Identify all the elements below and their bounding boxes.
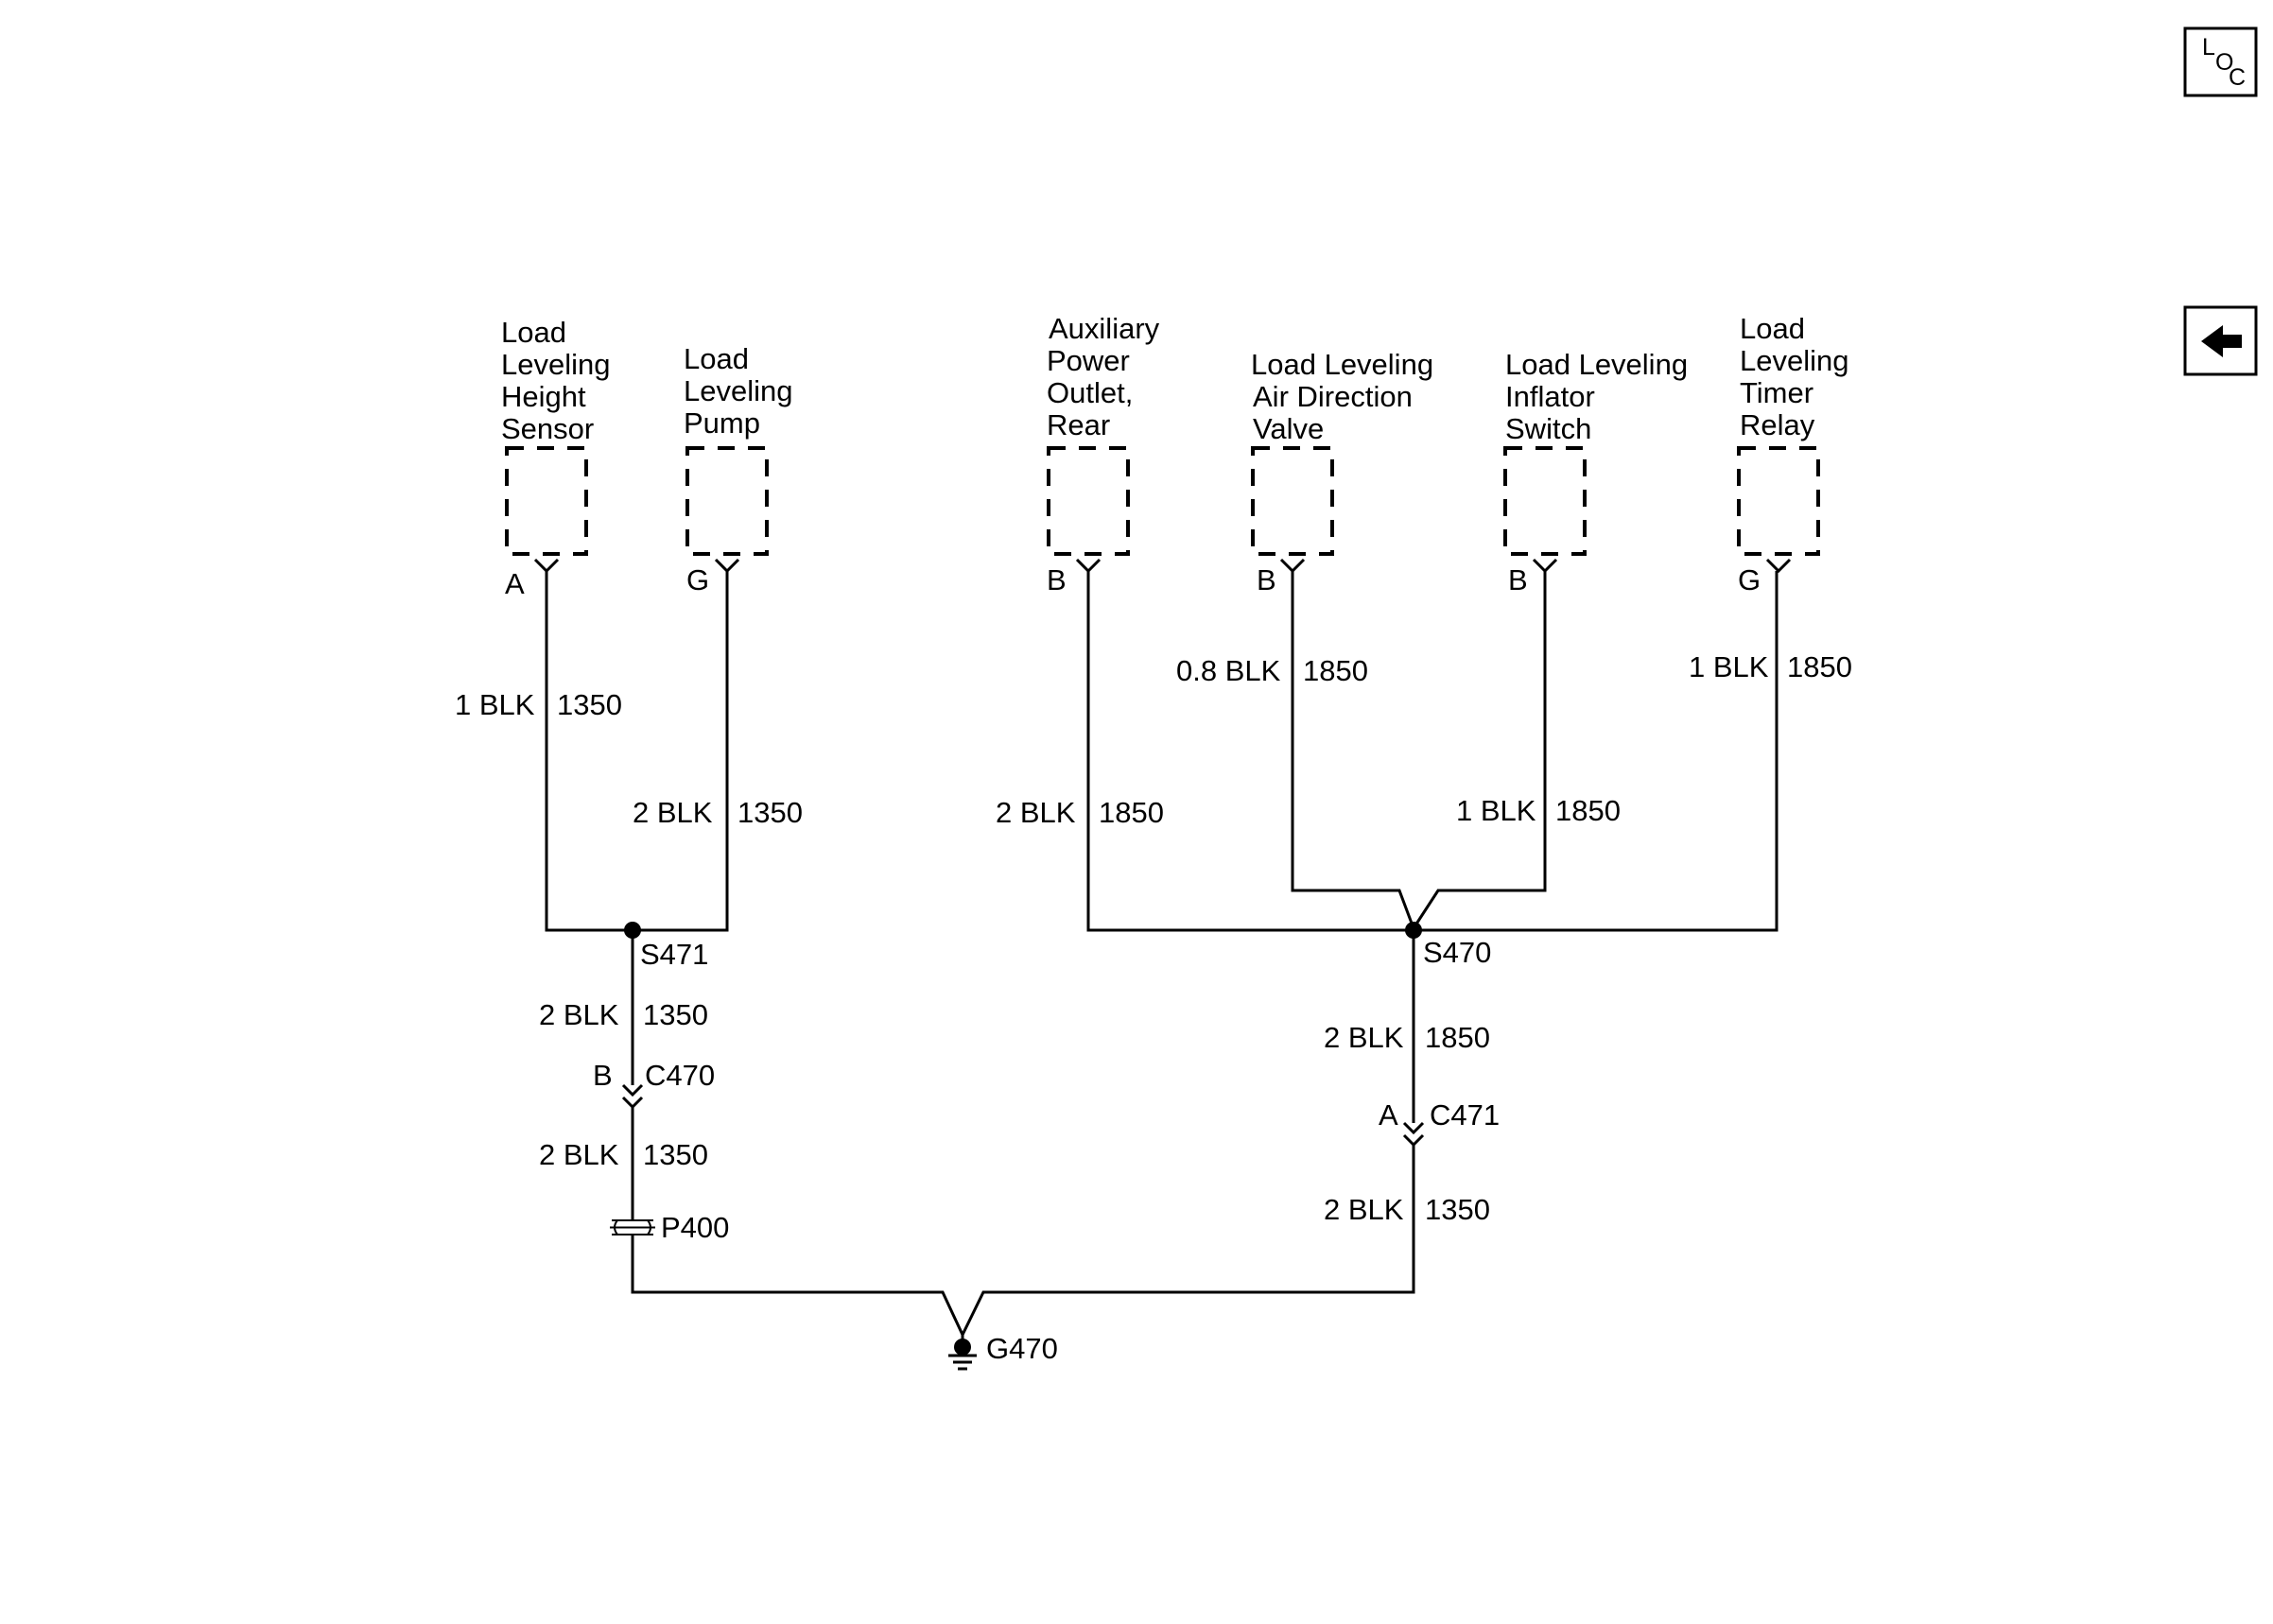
label-line: Timer (1740, 376, 1813, 409)
splice-s470-label: S470 (1423, 936, 1491, 969)
label-line: Load (684, 342, 749, 375)
inflator-switch-wire (1412, 571, 1547, 929)
label-line: Rear (1047, 408, 1110, 441)
air-valve-terminal: B (1257, 563, 1276, 596)
aux-outlet-wire (1086, 571, 1778, 932)
loc-button[interactable]: L O C (2183, 26, 2258, 97)
aux-outlet-box (1047, 446, 1130, 556)
air-valve-wire (1291, 571, 1415, 929)
height-sensor-wire (545, 571, 633, 932)
p400-symbol (610, 1219, 655, 1235)
c471-label: C471 (1430, 1098, 1500, 1132)
height-sensor-wire-circuit: 1350 (557, 688, 622, 721)
height-sensor-wire-size: 1 BLK (455, 688, 535, 721)
pump-wire (633, 571, 729, 932)
loc-letter-c: C (2229, 64, 2246, 91)
timer-relay-label: Load Leveling Timer Relay (1740, 312, 1848, 441)
label-line: Load Leveling (1505, 348, 1688, 381)
c471-symbol (1402, 1121, 1425, 1148)
back-arrow-icon (2201, 325, 2242, 357)
label-line: Pump (684, 406, 760, 440)
pump-label: Load Leveling Pump (684, 342, 792, 440)
loc-letter-l: L (2202, 34, 2215, 60)
s470-to-c471-wire-size: 2 BLK (1324, 1021, 1404, 1054)
label-line: Switch (1505, 412, 1591, 445)
loc-icon: L O C (2202, 34, 2246, 91)
label-line: Sensor (501, 412, 594, 445)
label-line: Load (1740, 312, 1805, 345)
pump-wire-size: 2 BLK (633, 796, 713, 829)
inflator-switch-wire-size: 1 BLK (1456, 794, 1536, 827)
inflator-switch-wire-circuit: 1850 (1555, 794, 1621, 827)
label-line: Air Direction (1253, 380, 1413, 413)
height-sensor-box (505, 446, 588, 556)
label-line: Inflator (1505, 380, 1595, 413)
label-line: Outlet, (1047, 376, 1133, 409)
label-line: Leveling (1740, 344, 1848, 377)
pump-wire-circuit: 1350 (737, 796, 803, 829)
c470-to-p400-wire-circuit: 1350 (643, 1138, 708, 1171)
terminal-symbol (1075, 558, 1102, 574)
terminal-symbol (1765, 558, 1792, 574)
back-button[interactable] (2183, 305, 2258, 376)
c470-symbol (621, 1083, 644, 1110)
terminal-symbol (1279, 558, 1306, 574)
terminal-symbol (533, 558, 560, 574)
p400-to-ground-wire (631, 1144, 1415, 1339)
c471-to-ground-wire-size: 2 BLK (1324, 1193, 1404, 1226)
aux-outlet-terminal: B (1047, 563, 1067, 596)
splice-s471-label: S471 (640, 938, 708, 971)
c470-pin-label: B (593, 1059, 613, 1092)
label-line: Valve (1253, 412, 1324, 445)
c470-to-p400-wire-size: 2 BLK (539, 1138, 619, 1171)
terminal-symbol (714, 558, 740, 574)
label-line: Height (501, 380, 586, 413)
label-line: Load (501, 316, 566, 349)
inflator-switch-terminal: B (1508, 563, 1528, 596)
s471-to-c470-wire-size: 2 BLK (539, 998, 619, 1031)
p400-label: P400 (661, 1211, 729, 1244)
height-sensor-label: Load Leveling Height Sensor (501, 316, 610, 445)
s471-to-c470-wire-circuit: 1350 (643, 998, 708, 1031)
inflator-switch-label: Load Leveling Inflator Switch (1505, 348, 1688, 445)
c471-pin-label: A (1379, 1098, 1398, 1132)
terminal-symbol (1532, 558, 1558, 574)
aux-outlet-wire-circuit: 1850 (1099, 796, 1164, 829)
air-valve-box (1251, 446, 1334, 556)
aux-outlet-label: Auxiliary Power Outlet, Rear (1047, 312, 1160, 441)
timer-relay-wire-size: 1 BLK (1689, 650, 1769, 683)
loc-letter-o: O (2215, 49, 2233, 76)
timer-relay-wire-circuit: 1850 (1787, 650, 1852, 683)
s470-to-c471-wire-circuit: 1850 (1425, 1021, 1490, 1054)
aux-outlet-wire-size: 2 BLK (996, 796, 1076, 829)
air-valve-wire-size: 0.8 BLK (1176, 654, 1281, 687)
label-line: Leveling (684, 374, 792, 407)
ground-symbol (948, 1335, 977, 1371)
pump-terminal: G (686, 563, 709, 596)
label-line: Auxiliary (1049, 312, 1160, 345)
height-sensor-terminal: A (505, 567, 525, 600)
label-line: Load Leveling (1251, 348, 1433, 381)
c470-label: C470 (645, 1059, 715, 1092)
ground-g470-label: G470 (986, 1332, 1058, 1365)
pump-box (685, 446, 769, 556)
c471-to-ground-wire-circuit: 1350 (1425, 1193, 1490, 1226)
air-valve-label: Load Leveling Air Direction Valve (1251, 348, 1433, 445)
label-line: Power (1047, 344, 1130, 377)
label-line: Relay (1740, 408, 1815, 441)
timer-relay-box (1737, 446, 1820, 556)
air-valve-wire-circuit: 1850 (1303, 654, 1368, 687)
timer-relay-terminal: G (1738, 563, 1761, 596)
inflator-switch-box (1503, 446, 1587, 556)
label-line: Leveling (501, 348, 610, 381)
